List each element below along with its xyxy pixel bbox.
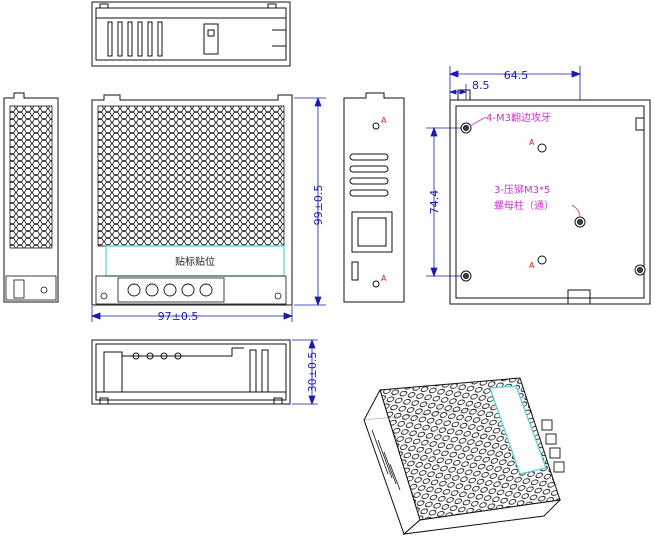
top-view (91, 1, 291, 67)
hole-mark-a: A (381, 116, 387, 125)
hole-mark-a: A (529, 261, 535, 270)
dim-depth (292, 338, 318, 406)
label-area-box (105, 245, 285, 277)
depth-view (91, 339, 291, 405)
isometric-view (363, 377, 565, 535)
label-area-text: 贴标贴位 (175, 255, 215, 268)
dim-mount-vertical-text: 74.4 (428, 190, 441, 215)
dim-width-text: 97±0.5 (158, 310, 199, 323)
leader-tapped-holes (469, 116, 487, 127)
note-tapped-holes: 4-M3翻边攻牙 (486, 111, 551, 124)
left-side-view (3, 92, 59, 303)
dim-width (90, 306, 294, 322)
hole-mark-a: A (381, 274, 387, 283)
note-standoffs-line1: 3-压铆M3*5 (494, 183, 550, 196)
dim-depth-text: 30±0.5 (306, 352, 319, 393)
dim-height (294, 96, 326, 307)
front-view: 贴标贴位 (91, 94, 293, 306)
terminal-screws (127, 283, 213, 297)
mounting-view (449, 89, 651, 305)
hole-mark-a: A (529, 138, 535, 147)
note-standoffs-line2: 螺母柱（通） (494, 199, 554, 212)
dim-mount-spacing-text: 64.5 (504, 69, 529, 82)
dim-mount-spacing (426, 66, 582, 278)
leader-standoffs (571, 204, 581, 218)
dim-mount-offset-text: 8.5 (472, 79, 490, 92)
iso-label-area (489, 385, 547, 475)
dim-height-text: 99±0.5 (312, 185, 325, 226)
right-side-view (343, 92, 405, 303)
